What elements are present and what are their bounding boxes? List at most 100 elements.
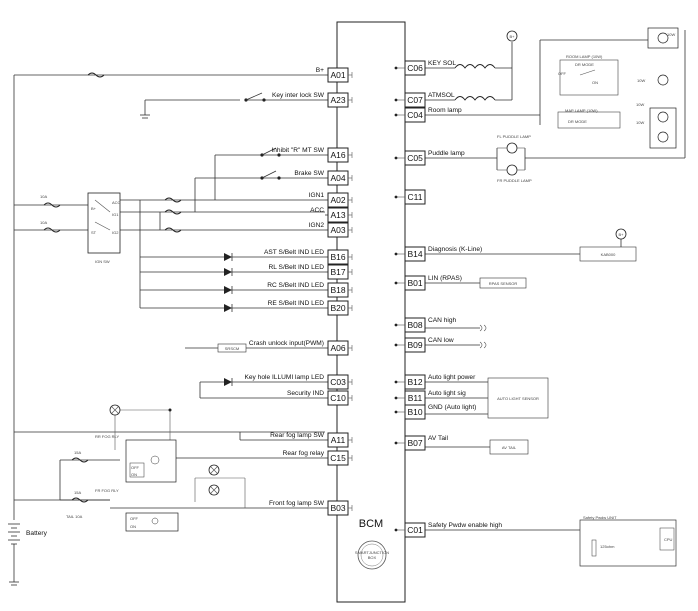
fuse-front-fog-icon xyxy=(71,497,89,503)
signal-label: IGN1 xyxy=(309,192,325,199)
svg-text:ON: ON xyxy=(592,80,598,85)
safety-pwdw-unit xyxy=(579,519,677,567)
safety-pwdw-unit-label: Safety Pwdw UNIT xyxy=(583,515,617,520)
svg-text:OFF: OFF xyxy=(558,71,567,76)
left-wiring xyxy=(13,74,325,520)
svg-text:ROOM LAMP (10W): ROOM LAMP (10W) xyxy=(566,54,603,59)
pin-code: C11 xyxy=(408,192,423,202)
svg-text:MAP LAMP (10W): MAP LAMP (10W) xyxy=(565,108,598,113)
fuse-b-plus-icon xyxy=(87,72,105,78)
pin-c11: C11 xyxy=(394,189,426,205)
pin-code: C15 xyxy=(330,453,346,463)
signal-label: Rear fog lamp SW xyxy=(270,432,325,439)
lamp-bulbs: 10W 10W 10W 10W xyxy=(636,27,679,149)
pin-code: C06 xyxy=(407,63,423,73)
k-line-connector-box xyxy=(579,246,637,262)
pin-code: B07 xyxy=(407,438,422,448)
signal-label: ACC xyxy=(310,207,324,214)
pin-code: C07 xyxy=(407,95,423,105)
pin-c04: C04 Room lamp xyxy=(394,107,462,123)
bplus-terminal-top-icon xyxy=(506,30,518,42)
pin-code: B12 xyxy=(407,377,422,387)
signal-label: Key inter lock SW xyxy=(272,92,325,99)
led-rl-icon xyxy=(224,268,233,276)
inhibit-switch xyxy=(260,147,281,157)
led-ast-icon xyxy=(224,253,233,261)
front-fog-relay-label: FR FOG RLY xyxy=(95,488,119,493)
pin-b09: B09 CAN low xyxy=(394,337,454,353)
pin-code: A11 xyxy=(331,435,346,445)
signal-label: Key hole ILLUMI lamp LED xyxy=(244,374,324,381)
bcm-badge-text-1: SMARTJUNCTION xyxy=(355,550,389,555)
ign-switch-label: IGN SW xyxy=(95,259,110,264)
fuse-rear-fog-icon xyxy=(71,457,89,463)
pin-a11: A11 Rear fog lamp SW xyxy=(270,432,353,448)
pin-code: B10 xyxy=(407,407,422,417)
signal-label: RC S/Belt IND LED xyxy=(267,282,324,289)
right-wiring xyxy=(425,30,686,531)
auto-light-sensor-box xyxy=(487,377,549,419)
signal-label: Auto light power xyxy=(428,374,476,381)
led-indicators xyxy=(224,253,233,386)
svg-text:10W: 10W xyxy=(636,120,644,125)
can-low-term-icon xyxy=(479,341,487,349)
crash-sensor-label: SRSCM xyxy=(225,346,239,351)
pin-code: B18 xyxy=(330,285,345,295)
brake-switch xyxy=(260,170,281,180)
svg-text:10W: 10W xyxy=(667,32,675,37)
svg-text:DR MODE: DR MODE xyxy=(575,62,594,67)
fuse-a13-icon xyxy=(164,209,182,215)
signal-label: RL S/Belt IND LED xyxy=(269,264,325,271)
signal-label: CAN high xyxy=(428,317,457,324)
signal-label: B+ xyxy=(316,67,324,74)
signal-label: CAN low xyxy=(428,337,454,344)
pin-code: B09 xyxy=(407,340,422,350)
fuse-label-1: 10A xyxy=(40,194,47,199)
led-keyhole-icon xyxy=(224,378,233,386)
bcm-title: BCM xyxy=(359,518,383,530)
pin-code: A06 xyxy=(330,343,345,353)
front-fog-relay: OFF ON xyxy=(125,512,179,532)
signal-label: Puddle lamp xyxy=(428,150,465,157)
signal-label: ATMSOL xyxy=(428,92,455,99)
fuse-a02-icon xyxy=(164,197,182,203)
signal-label: Auto light sig xyxy=(428,390,466,397)
room-lamp-group: ROOM LAMP (10W) DR MODE OFF ON MAP LAMP … xyxy=(557,54,621,129)
signal-label: Brake SW xyxy=(294,170,324,177)
led-rc-icon xyxy=(224,286,233,294)
fuse-label-5: TAIL 10A xyxy=(66,514,83,519)
fuse-a03-icon xyxy=(164,227,182,233)
signal-label: Room lamp xyxy=(428,107,462,114)
signal-label: Inhibit "R" MT SW xyxy=(271,147,324,154)
pin-code: C04 xyxy=(407,110,423,120)
signal-label: Safety Pwdw enable high xyxy=(428,522,502,529)
av-tail-box-label: AV TAIL xyxy=(502,445,517,450)
fuse-label-4: 15A xyxy=(74,490,81,495)
rear-fog-lamp-icon xyxy=(109,404,172,416)
svg-text:ON: ON xyxy=(130,524,136,529)
signal-label: IGN2 xyxy=(309,222,325,229)
fuses xyxy=(43,72,182,503)
fuse-ign1-icon xyxy=(43,202,61,208)
auto-light-sensor-label: AUTO LIGHT SENSOR xyxy=(497,396,539,401)
bcm-badge-text-2: BOX xyxy=(368,555,377,560)
puddle-lamps xyxy=(497,142,525,176)
signal-label: Rear fog relay xyxy=(283,450,325,457)
